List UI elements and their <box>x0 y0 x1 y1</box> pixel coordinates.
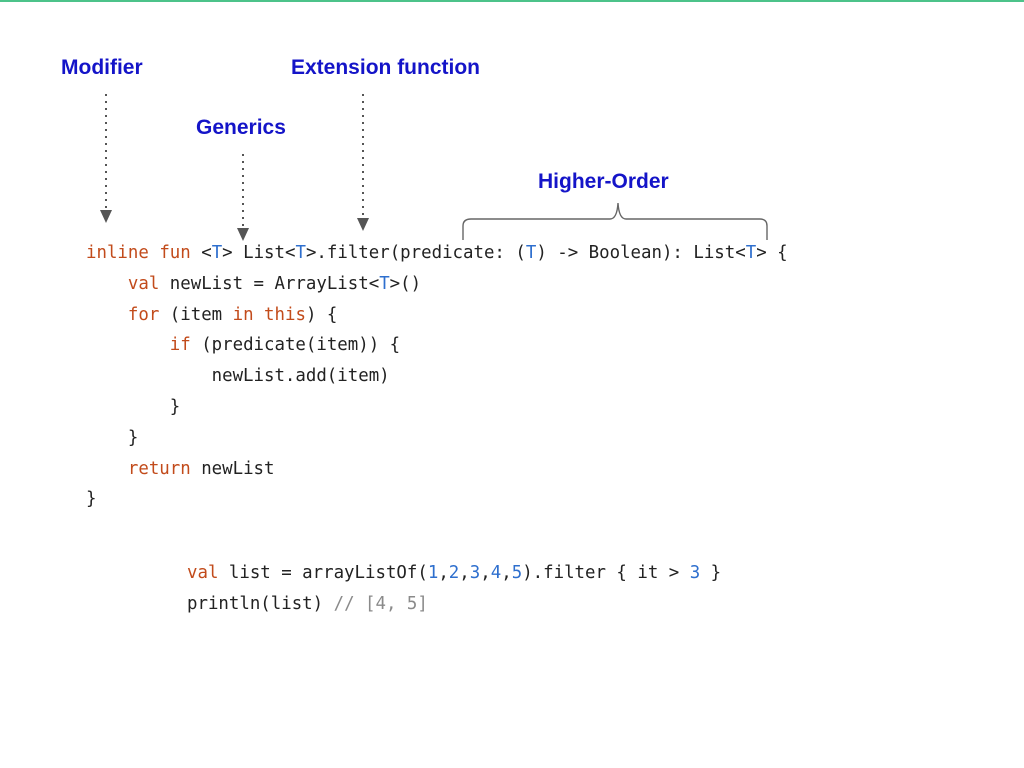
code-line: return newList <box>86 454 788 485</box>
code-token: inline <box>86 243 149 263</box>
code-token: < <box>190 243 212 263</box>
code-line: } <box>86 392 788 423</box>
code-token <box>149 243 159 263</box>
top-accent-rule <box>0 0 1024 2</box>
code-token: > List< <box>222 243 296 263</box>
code-token <box>86 305 128 325</box>
label-higher-order: Higher-Order <box>538 170 669 193</box>
code-token: ).filter { it > <box>522 563 690 583</box>
code-line: val newList = ArrayList<T>() <box>86 269 788 300</box>
code-line: for (item in this) { <box>86 300 788 331</box>
code-token: T <box>295 243 306 263</box>
label-modifier: Modifier <box>61 56 143 79</box>
label-extension-function: Extension function <box>291 56 480 79</box>
code-token: newList = ArrayList< <box>159 273 380 294</box>
code-token: } <box>86 489 97 510</box>
code-token: >.filter(predicate: ( <box>305 243 526 263</box>
code-line: inline fun <T> List<T>.filter(predicate:… <box>86 238 788 269</box>
code-token <box>86 335 170 355</box>
code-token: return <box>127 458 191 479</box>
code-token: } <box>86 396 181 417</box>
code-line: } <box>86 423 788 454</box>
code-token: 3 <box>469 563 481 583</box>
code-token: this <box>264 304 306 325</box>
arrow-modifier <box>100 94 112 223</box>
code-token: 5 <box>511 563 523 583</box>
code-line: if (predicate(item)) { <box>86 330 788 361</box>
code-token: in <box>232 304 254 325</box>
arrow-extension-function <box>357 94 369 231</box>
code-token: , <box>501 563 512 583</box>
code-line: val list = arrayListOf(1,2,3,4,5).filter… <box>187 558 721 589</box>
code-token: val <box>127 273 160 294</box>
code-token: , <box>438 563 449 583</box>
code-token: >() <box>389 273 422 294</box>
code-token: , <box>459 563 470 583</box>
code-token: if <box>169 335 191 356</box>
code-token: 1 <box>427 563 439 583</box>
code-token <box>86 274 128 294</box>
code-token: T <box>211 243 223 263</box>
code-token: newList.add(item) <box>86 366 390 387</box>
code-token: fun <box>159 243 191 263</box>
filter-function-code-block: inline fun <T> List<T>.filter(predicate:… <box>86 238 788 515</box>
code-token: for <box>127 304 160 325</box>
code-line: println(list) // [4, 5] <box>187 589 721 620</box>
label-generics: Generics <box>196 116 286 139</box>
code-token <box>254 305 264 325</box>
code-token: T <box>525 243 537 263</box>
arrow-generics <box>237 154 249 241</box>
code-line: } <box>86 484 788 515</box>
code-token: val <box>187 563 219 583</box>
code-token: 3 <box>689 563 701 583</box>
code-token: // [4, 5] <box>333 593 428 614</box>
code-token: } <box>86 427 139 448</box>
usage-example-code-block: val list = arrayListOf(1,2,3,4,5).filter… <box>187 558 721 620</box>
code-token: println(list) <box>187 593 334 614</box>
code-token <box>86 459 128 479</box>
code-token: > { <box>756 243 788 263</box>
code-token: 2 <box>448 563 460 583</box>
code-token: , <box>480 563 491 583</box>
code-token: (item <box>159 304 233 325</box>
code-token: T <box>745 243 757 263</box>
code-token: 4 <box>490 563 502 583</box>
code-token: newList <box>190 458 275 479</box>
code-token: list = arrayListOf( <box>218 563 428 583</box>
code-token: ) { <box>305 304 338 325</box>
code-line: newList.add(item) <box>86 361 788 392</box>
code-token: T <box>379 273 390 294</box>
code-token: (predicate(item)) { <box>190 335 401 356</box>
code-token: ) -> Boolean): List< <box>536 243 746 263</box>
brace-higher-order <box>462 202 768 240</box>
code-token: } <box>700 563 722 583</box>
